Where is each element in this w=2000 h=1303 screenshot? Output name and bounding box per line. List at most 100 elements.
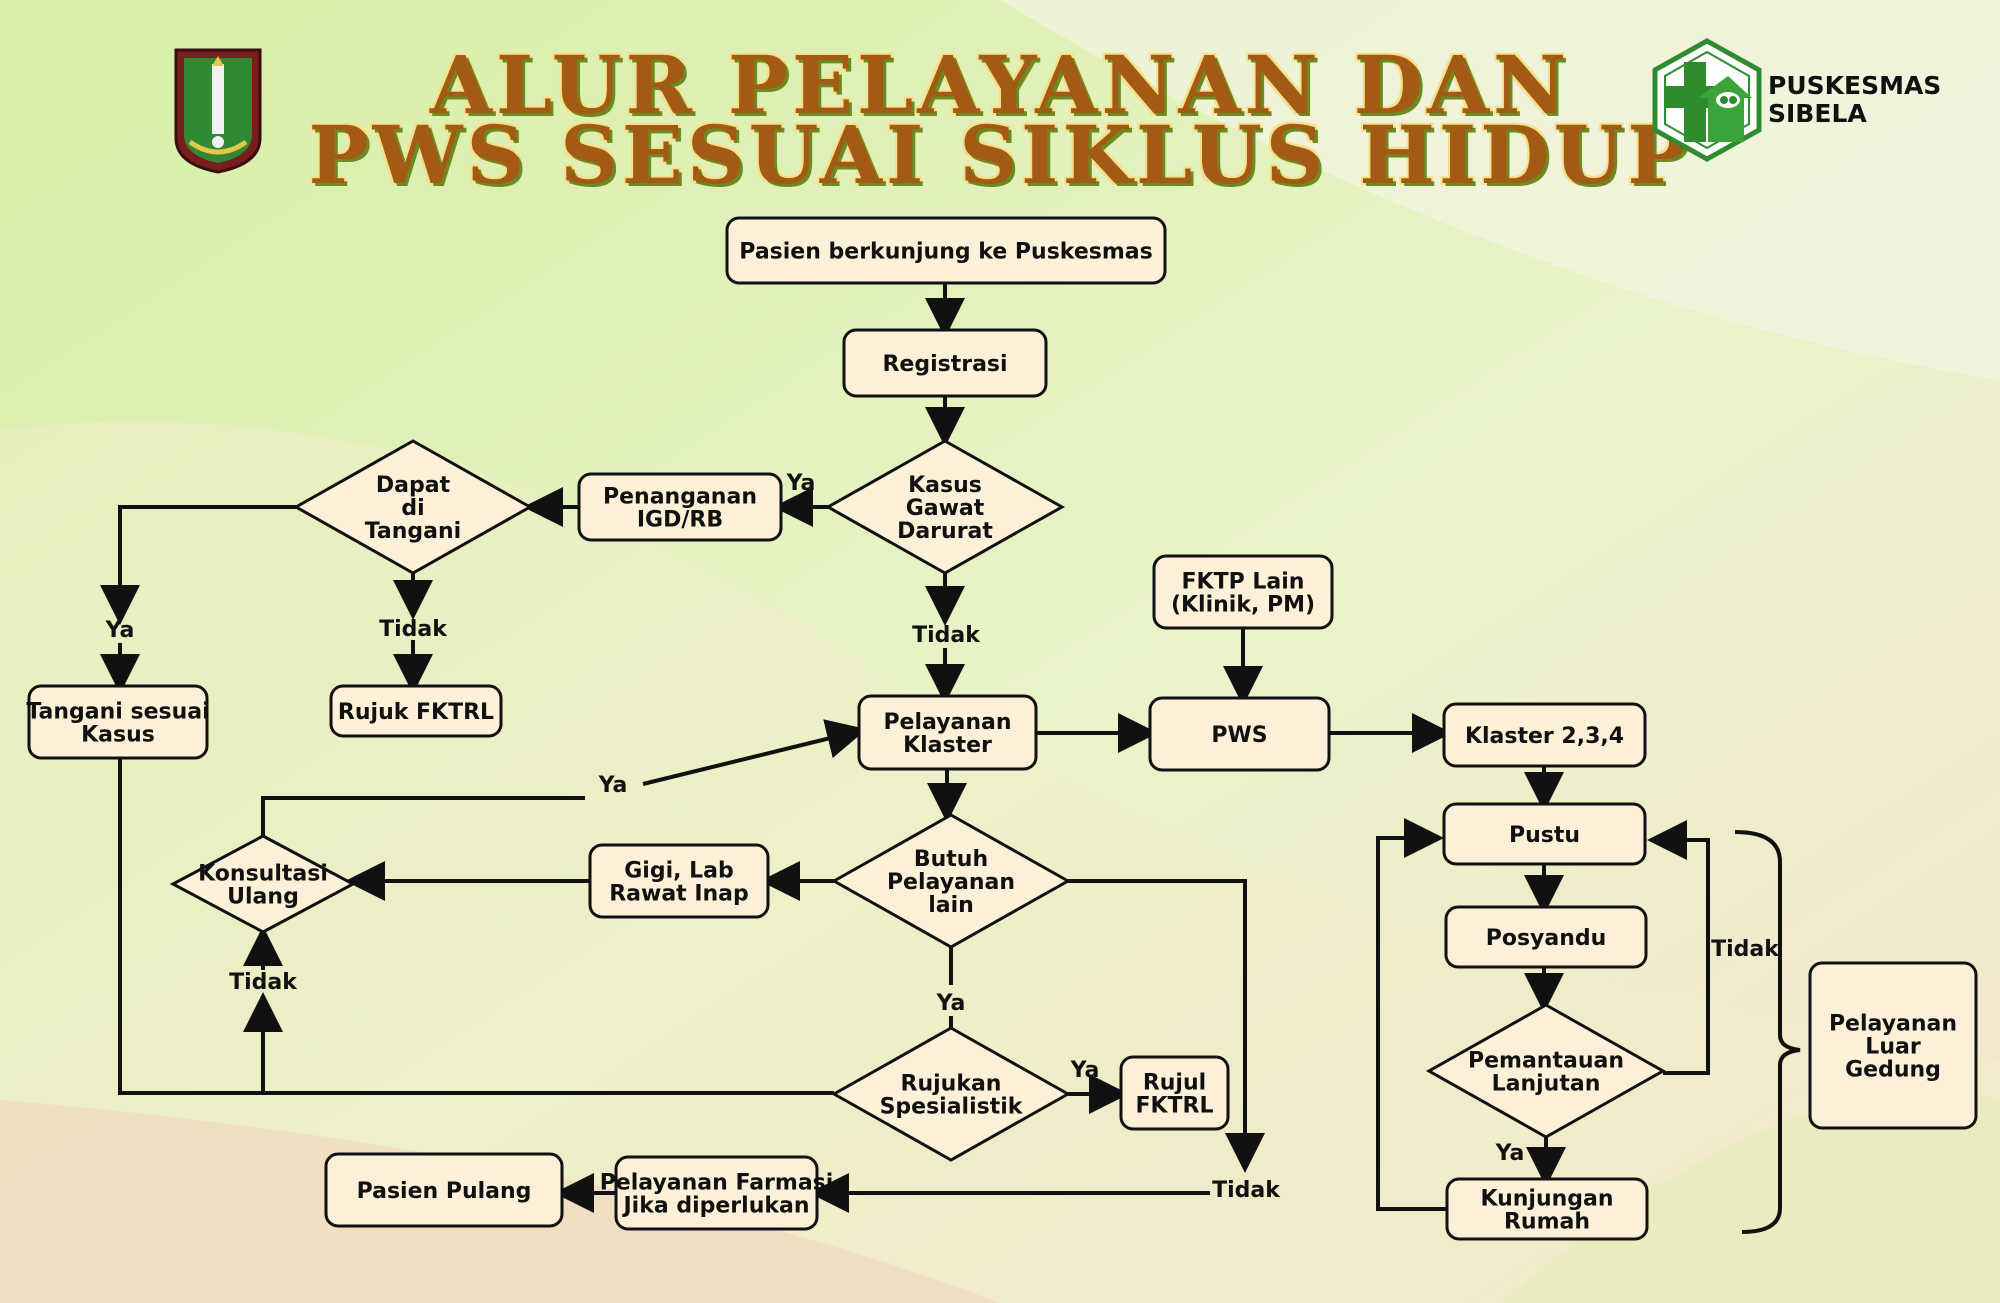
node-posyandu-text: Posyandu — [1486, 926, 1607, 951]
edge-label-tidak-butuh: Tidak — [1212, 1178, 1281, 1203]
node-pustu: Pustu — [1442, 802, 1647, 866]
node-registrasi-text: Registrasi — [882, 352, 1007, 377]
node-gigi-text: Gigi, Lab — [624, 859, 734, 884]
connector-33 — [1376, 818, 1447, 1211]
edge-label-ya-pemantauan: Ya — [1495, 1141, 1525, 1166]
flow-connectors — [100, 283, 1801, 1234]
node-butuh-text: Pelayanan — [887, 870, 1015, 895]
node-gawat-text: Kasus — [908, 473, 982, 498]
node-fktp-text: FKTP Lain — [1182, 570, 1305, 595]
logo-text-line-1: PUSKESMAS — [1768, 71, 1942, 100]
node-luar-text: Luar — [1865, 1035, 1921, 1060]
node-rujukan-diamond — [830, 1026, 1072, 1162]
node-kunjungan-text: Rumah — [1504, 1210, 1590, 1235]
node-pustu-text: Pustu — [1509, 823, 1580, 848]
node-dapat-text: Dapat — [376, 473, 451, 498]
edge-label-tidak-gawat: Tidak — [912, 623, 981, 648]
node-dapat-text: Tangani — [365, 519, 461, 544]
node-gigi-text: Rawat Inap — [609, 882, 749, 907]
puskesmas-logo-icon — [1652, 38, 1762, 162]
node-fktp-text: (Klinik, PM) — [1171, 593, 1315, 618]
node-gigi-box — [588, 843, 770, 919]
node-fktp-box — [1152, 554, 1334, 630]
node-pulang: Pasien Pulang — [324, 1152, 564, 1228]
outreach-bracket — [1734, 830, 1801, 1234]
node-igd-text: IGD/RB — [637, 508, 723, 533]
edge-label-tidak-pemantauan: Tidak — [1711, 937, 1780, 962]
node-butuh-text: Butuh — [914, 847, 988, 872]
node-klaster234: Klaster 2,3,4 — [1442, 702, 1647, 768]
node-pulang-text: Pasien Pulang — [357, 1179, 532, 1204]
node-kunjungan-box — [1445, 1177, 1649, 1241]
node-klaster-text: Klaster — [903, 733, 992, 758]
node-start: Pasien berkunjung ke Puskesmas — [725, 216, 1167, 285]
node-start-box — [725, 216, 1167, 285]
connector-20 — [261, 796, 585, 836]
node-pulang-box — [324, 1152, 564, 1228]
node-pemantauan-text: Pemantauan — [1468, 1049, 1624, 1074]
node-rujuk-fktrl-box — [329, 684, 503, 738]
connector-21 — [642, 719, 867, 786]
node-gawat-text: Darurat — [897, 519, 993, 544]
node-luar-text: Gedung — [1845, 1058, 1941, 1083]
node-butuh-diamond — [830, 813, 1072, 949]
node-registrasi-box — [842, 328, 1048, 398]
connector-31 — [1647, 820, 1710, 1075]
edge-label-tidak-konsul: Tidak — [229, 970, 298, 995]
node-klaster234-text: Klaster 2,3,4 — [1465, 724, 1624, 749]
node-dapat-diamond — [292, 439, 534, 575]
node-farmasi-box — [614, 1155, 819, 1231]
node-konsultasi-diamond — [169, 834, 357, 934]
node-klaster234-box — [1442, 702, 1647, 768]
node-pemantauan-diamond — [1425, 1003, 1667, 1139]
connector-19 — [118, 758, 834, 1095]
node-igd-text: Penanganan — [603, 485, 757, 510]
node-farmasi-text: Pelayanan Farmasi — [600, 1171, 834, 1196]
node-posyandu-box — [1444, 905, 1648, 969]
node-registrasi: Registrasi — [842, 328, 1048, 398]
node-gawat-text: Gawat — [906, 496, 985, 521]
city-emblem-icon — [174, 48, 262, 174]
node-pws: PWS — [1148, 696, 1331, 772]
node-gawat-diamond — [824, 439, 1066, 575]
node-rujuk-fktrl-text: Rujuk FKTRL — [338, 700, 494, 725]
flow-nodes: Pasien berkunjung ke PuskesmasRegistrasi… — [26, 216, 1978, 1241]
node-rujul-text: Rujul — [1143, 1071, 1206, 1096]
node-farmasi-text: Jika diperlukan — [621, 1194, 809, 1219]
edge-label-ya-igd: Ya — [786, 471, 816, 496]
connector-25 — [1068, 879, 1265, 1173]
node-pws-box — [1148, 696, 1331, 772]
node-pemantauan-text: Lanjutan — [1492, 1072, 1601, 1097]
node-klaster-box — [857, 694, 1038, 771]
node-klaster-text: Pelayanan — [883, 710, 1011, 735]
node-konsultasi-text: Konsultasi — [198, 862, 328, 887]
node-luar-text: Pelayanan — [1829, 1012, 1957, 1037]
node-rujukan-text: Spesialistik — [880, 1095, 1024, 1120]
node-start-text: Pasien berkunjung ke Puskesmas — [739, 240, 1152, 265]
title-line-1: ALUR PELAYANAN DAN — [429, 38, 1571, 132]
node-posyandu: Posyandu — [1444, 905, 1648, 969]
connector-4 — [100, 505, 296, 625]
edge-label-ya-dapat: Ya — [105, 618, 135, 643]
node-kunjungan-text: Kunjungan — [1480, 1187, 1613, 1212]
edge-label-ya-butuh: Ya — [936, 991, 966, 1016]
node-dapat-text: di — [401, 496, 424, 521]
node-rujul-box — [1119, 1055, 1230, 1131]
node-tangani-text: Kasus — [81, 723, 155, 748]
node-konsultasi-text: Ulang — [227, 885, 299, 910]
edge-label-ya-rujukan: Ya — [1070, 1058, 1100, 1083]
node-luar-box — [1808, 961, 1978, 1130]
